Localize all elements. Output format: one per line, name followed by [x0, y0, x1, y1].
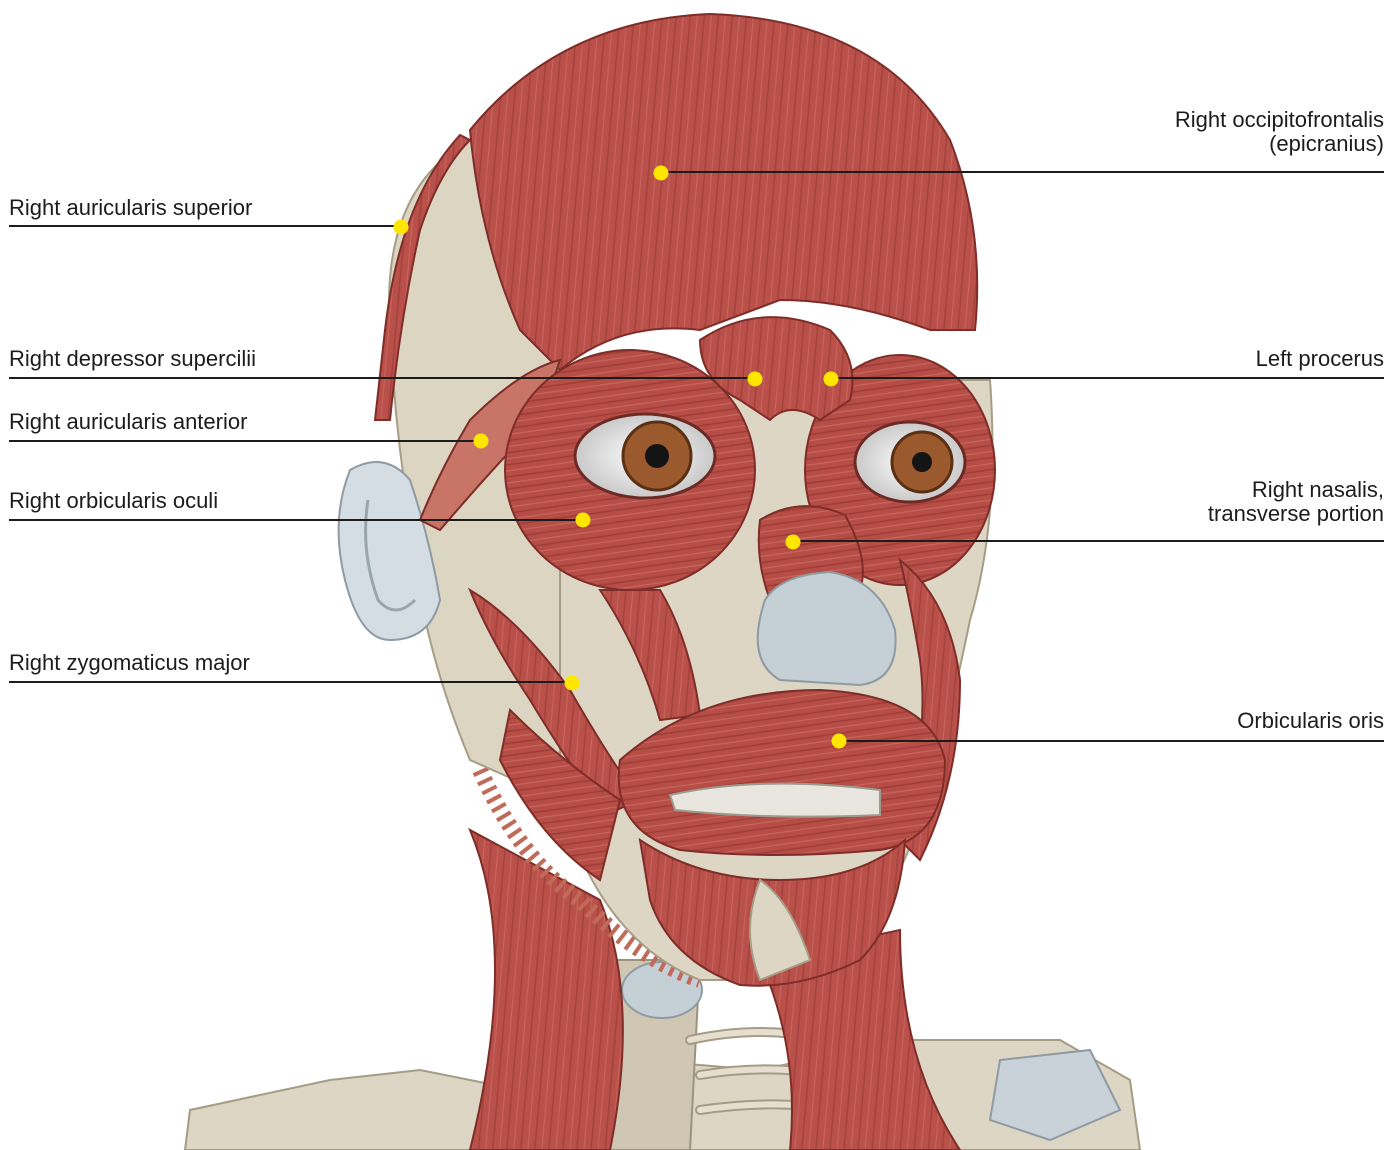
marker-zygomaticus-major[interactable] [565, 676, 580, 691]
label-zygomaticus-major: Right zygomaticus major [9, 651, 250, 675]
label-auricularis-superior: Right auricularis superior [9, 196, 252, 220]
label-occipitofrontalis-line2: (epicranius) [1175, 132, 1384, 156]
label-procerus: Left procerus [1256, 347, 1384, 371]
label-occipitofrontalis: Right occipitofrontalis (epicranius) [1175, 108, 1384, 156]
marker-procerus[interactable] [824, 372, 839, 387]
marker-orbicularis-oculi[interactable] [576, 513, 591, 528]
marker-auricularis-anterior[interactable] [474, 434, 489, 449]
marker-nasalis[interactable] [786, 535, 801, 550]
label-orbicularis-oculi: Right orbicularis oculi [9, 489, 218, 513]
label-auricularis-anterior: Right auricularis anterior [9, 410, 247, 434]
label-orbicularis-oris: Orbicularis oris [1237, 709, 1384, 733]
marker-depressor-supercilii[interactable] [748, 372, 763, 387]
label-nasalis-line2: transverse portion [1208, 502, 1384, 526]
label-occipitofrontalis-line1: Right occipitofrontalis [1175, 108, 1384, 132]
label-depressor-supercilii: Right depressor supercilii [9, 347, 256, 371]
marker-occipitofrontalis[interactable] [654, 166, 669, 181]
label-nasalis-line1: Right nasalis, [1208, 478, 1384, 502]
marker-auricularis-superior[interactable] [394, 220, 409, 235]
marker-orbicularis-oris[interactable] [832, 734, 847, 749]
label-nasalis: Right nasalis, transverse portion [1208, 478, 1384, 526]
